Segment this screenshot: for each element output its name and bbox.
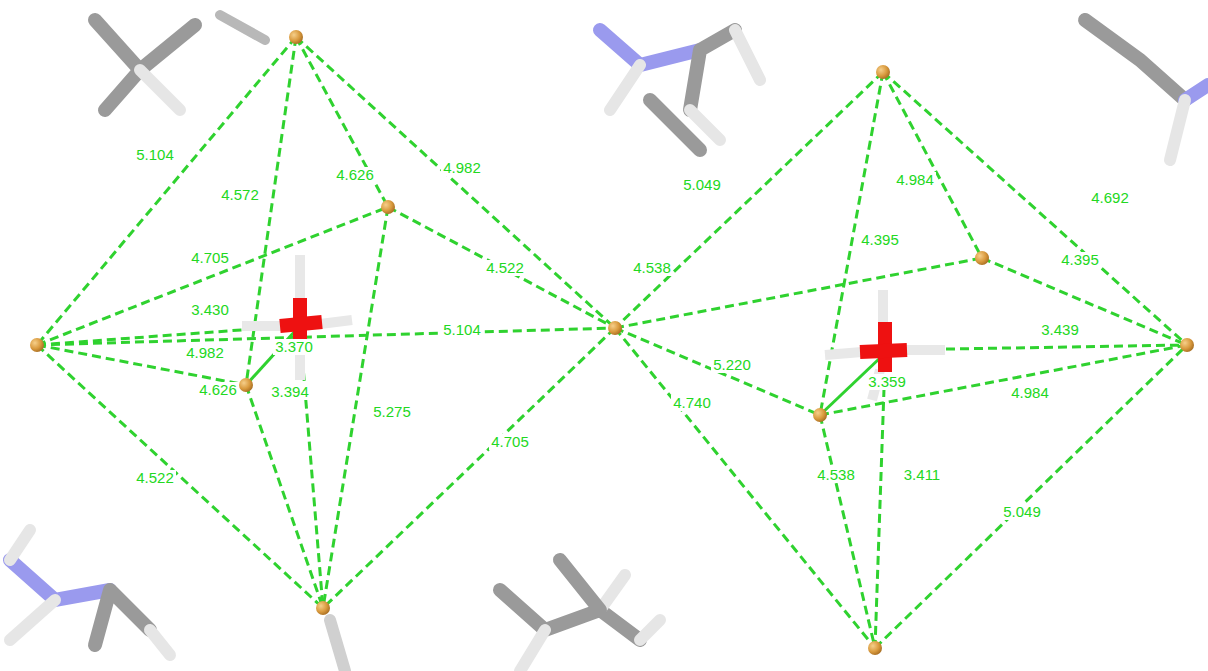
distance-label: 5.275 (371, 404, 413, 420)
water-molecule (242, 255, 945, 400)
distance-label: 4.395 (859, 232, 901, 248)
contact-lines (37, 37, 1187, 648)
distance-label: 3.370 (273, 339, 315, 355)
distance-label: 4.705 (189, 250, 231, 266)
distance-label: 3.430 (189, 302, 231, 318)
distance-label: 4.984 (1009, 385, 1051, 401)
distance-label: 4.395 (1059, 252, 1101, 268)
distance-label: 3.359 (866, 374, 908, 390)
distance-label: 4.705 (489, 434, 531, 450)
contact-solid (246, 330, 880, 415)
distance-label: 3.411 (902, 467, 942, 483)
distance-label: 5.049 (681, 177, 723, 193)
distance-label: 5.220 (711, 357, 753, 373)
distance-label: 4.982 (184, 345, 226, 361)
distance-label: 5.104 (441, 322, 483, 338)
distance-label: 4.982 (441, 160, 483, 176)
distance-label: 4.740 (671, 395, 713, 411)
metal-atoms (30, 30, 1194, 655)
distance-label: 4.538 (631, 260, 673, 276)
distance-label: 4.626 (197, 382, 239, 398)
distance-label: 4.626 (334, 167, 376, 183)
background-molecules (10, 15, 1208, 671)
distance-label: 4.522 (134, 470, 176, 486)
distance-label: 4.692 (1089, 190, 1131, 206)
distance-label: 4.522 (484, 260, 526, 276)
distance-label: 5.049 (1001, 504, 1043, 520)
distance-label: 5.104 (134, 147, 176, 163)
distance-label: 3.439 (1039, 322, 1081, 338)
distance-label: 4.538 (815, 467, 857, 483)
distance-label: 4.984 (894, 172, 936, 188)
distance-label: 3.394 (269, 384, 311, 400)
distance-label: 4.572 (219, 187, 261, 203)
